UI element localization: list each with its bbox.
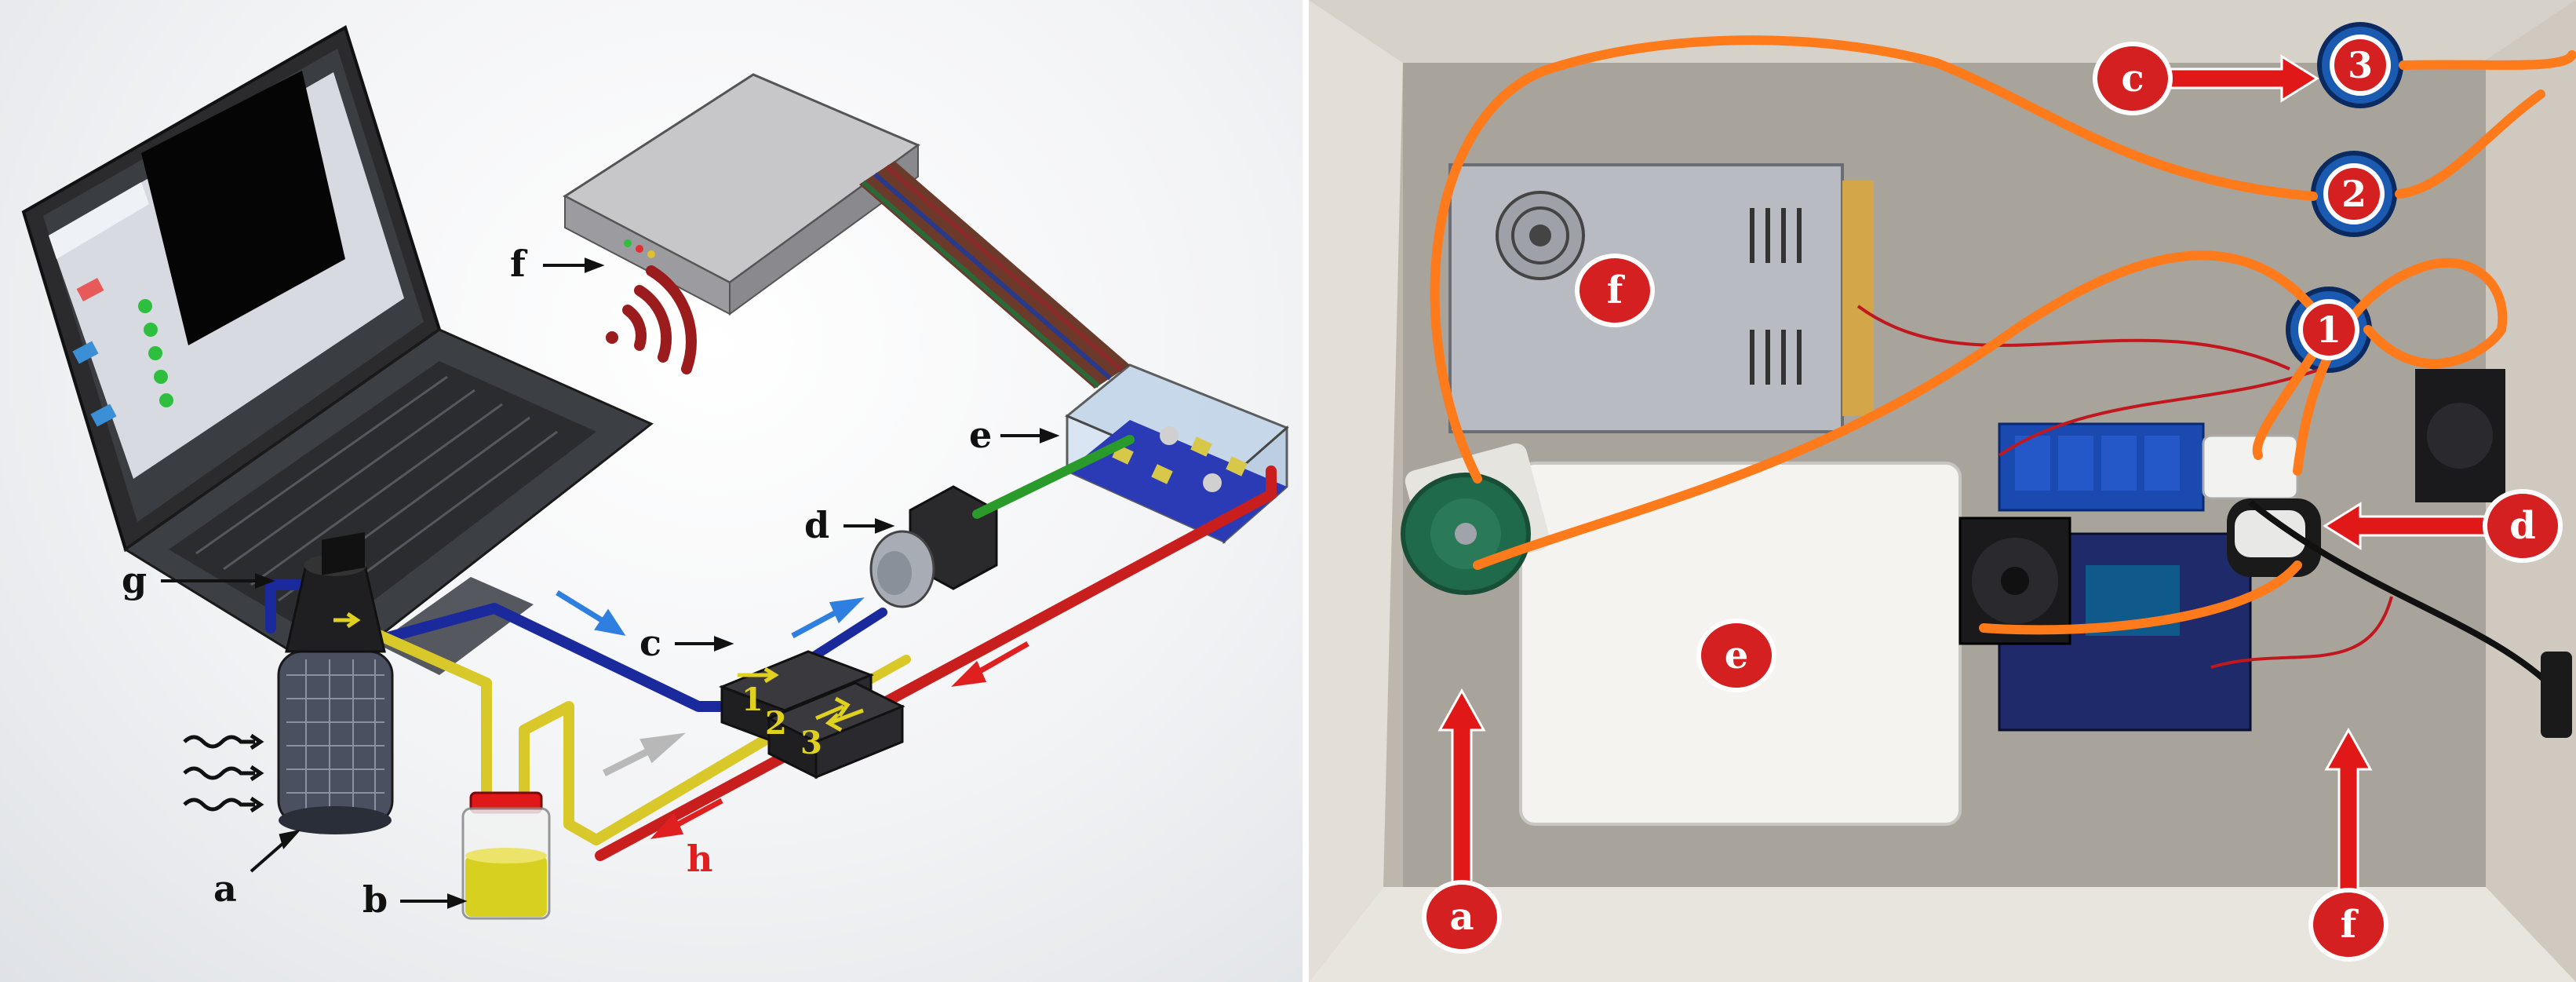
air-pump <box>869 485 998 608</box>
relay-board <box>1998 422 2205 512</box>
arrow-a <box>1437 688 1486 885</box>
power-supply <box>1448 163 1874 433</box>
wiring <box>1856 305 2393 669</box>
laptop-keyboard <box>169 361 596 640</box>
callout-a-text: a <box>1449 895 1474 939</box>
label-h: h <box>687 838 712 880</box>
callout-d-text: d <box>2509 504 2536 548</box>
cooling-fan <box>1958 517 2071 645</box>
ribbon-cable <box>859 161 1130 389</box>
valve-callout-2 <box>2323 163 2385 225</box>
callout-a <box>1422 880 1502 954</box>
callout-f-bottom <box>2308 888 2388 962</box>
orange-tubing <box>1430 35 2576 635</box>
callout-f-top-text: f <box>1607 268 1626 312</box>
valve-callout-3 <box>2330 35 2391 96</box>
callout-e <box>1696 619 1776 692</box>
callout-c-text: c <box>2121 57 2144 100</box>
callout-f-bottom-text: f <box>2341 903 2359 947</box>
power-cable <box>2248 499 2559 693</box>
label-d: d <box>804 504 829 546</box>
flow-arrow-blue-2 <box>791 597 865 639</box>
callout-e-text: e <box>1725 633 1749 677</box>
wifi-icon <box>606 265 697 374</box>
label-f: f <box>510 243 528 285</box>
callout-c <box>2093 42 2173 115</box>
screen-black-display <box>141 71 345 345</box>
callout-d <box>2483 489 2563 563</box>
device-photo-svg: 1 2 3 c f e d a f <box>1309 0 2576 982</box>
flow-arrow-red-1 <box>951 641 1029 687</box>
label-g: g <box>122 559 147 601</box>
schematic-diagram-panel: 1 2 3 a b c d e <box>0 0 1303 982</box>
arrow-d <box>2323 502 2491 550</box>
valve-number-1: 1 <box>741 681 763 718</box>
valve-callout-2-text: 2 <box>2341 173 2366 215</box>
enclosure-fan <box>2415 369 2505 502</box>
photo-pump <box>2202 434 2321 577</box>
filter-canister <box>277 532 394 834</box>
valve-number-2: 2 <box>765 705 787 742</box>
valve-number-3: 3 <box>800 725 822 761</box>
airflow-arrows-icon <box>183 733 264 813</box>
valve-callout-3-text: 3 <box>2348 44 2373 86</box>
filter-cartridge <box>1401 443 1550 595</box>
wireless-router <box>563 73 921 316</box>
valve-block <box>718 650 905 779</box>
arrow-c <box>2162 54 2319 103</box>
arrow-f-bottom <box>2324 727 2373 896</box>
label-a: a <box>213 867 237 910</box>
flow-arrow-gray <box>602 732 686 777</box>
label-b: b <box>363 878 388 921</box>
label-c: c <box>639 622 661 664</box>
valve-callout-1 <box>2298 299 2359 360</box>
label-e: e <box>969 414 992 456</box>
laptop <box>21 25 654 677</box>
cable-gland <box>2541 652 2572 738</box>
flow-arrow-blue-1 <box>556 590 626 636</box>
valve-callout-1-text: 1 <box>2316 308 2341 351</box>
device-photo-panel: 1 2 3 c f e d a f <box>1309 0 2576 982</box>
schematic-svg: 1 2 3 a b c d e <box>21 25 1289 921</box>
flow-arrow-red-2 <box>650 798 723 839</box>
callout-f-top <box>1575 254 1655 327</box>
sample-jar <box>461 791 551 920</box>
